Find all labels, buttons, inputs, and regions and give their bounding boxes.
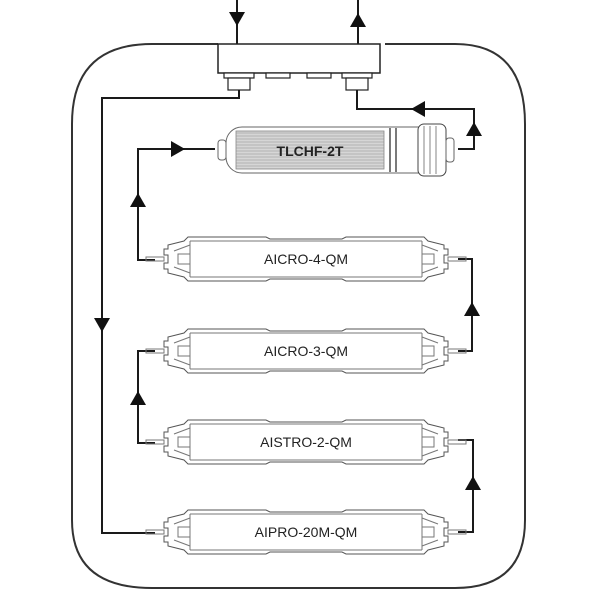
filter-stage5: TLCHF-2T [217, 123, 455, 177]
manifold-head [217, 43, 381, 91]
filter-label-stage4: AICRO-4-QM [264, 251, 348, 267]
filter-stage4: AICRO-4-QM [145, 236, 467, 282]
feed-line [101, 90, 240, 534]
housing-frame [71, 43, 526, 589]
right-arrow-icon [171, 141, 185, 157]
filter-stage2: AISTRO-2-QM [145, 419, 467, 465]
up-arrow-icon [466, 122, 482, 136]
left-arrow-icon [411, 101, 425, 117]
feed-down-arrow-icon [94, 318, 110, 332]
inlet-arrow-icon [229, 12, 245, 26]
filter-label-stage2: AISTRO-2-QM [260, 434, 352, 450]
outlet-arrow-icon [350, 13, 366, 27]
filter-label-stage1: AIPRO-20M-QM [255, 524, 358, 540]
filter-label-stage5: TLCHF-2T [277, 143, 344, 159]
up-arrow-icon [130, 193, 146, 207]
up-arrow-icon [465, 476, 481, 490]
filter-stage3: AICRO-3-QM [145, 328, 467, 374]
filter-label-stage3: AICRO-3-QM [264, 343, 348, 359]
line-stage5-manifold [356, 90, 475, 150]
filter-stage1: AIPRO-20M-QM [145, 509, 467, 555]
up-arrow-icon [464, 302, 480, 316]
line-stage3-stage4 [458, 258, 473, 352]
up-arrow-icon [130, 391, 146, 405]
